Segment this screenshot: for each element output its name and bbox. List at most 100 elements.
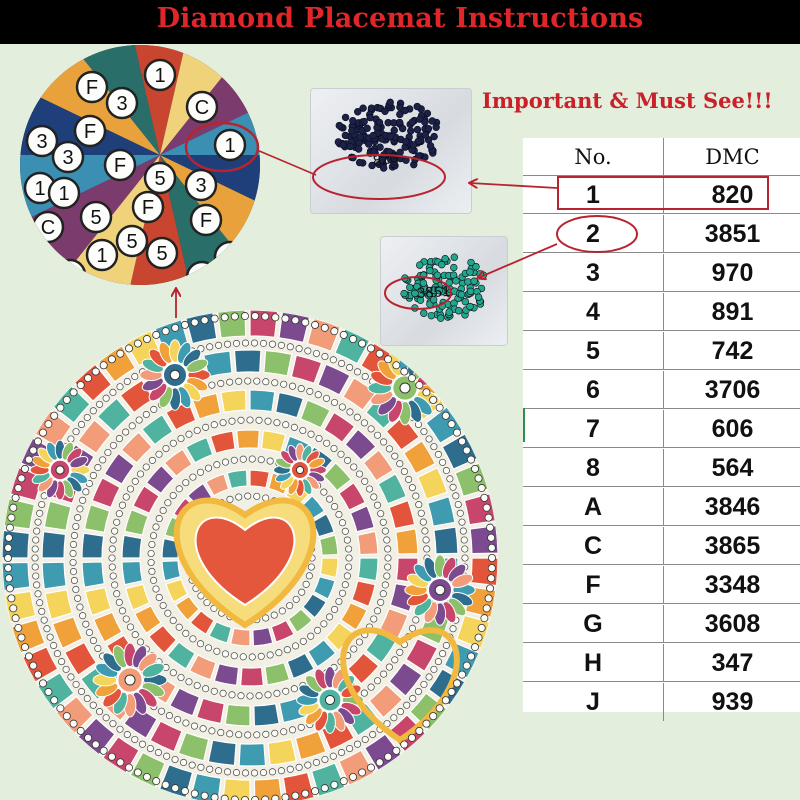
zoom-symbol-bead: 5 (115, 224, 149, 258)
bead (398, 124, 407, 133)
bead (461, 297, 470, 306)
cell-no: 6 (586, 376, 600, 404)
bead (424, 124, 433, 133)
bead (427, 311, 436, 320)
packet-label: 820 (371, 149, 400, 170)
cell-dmc: 606 (663, 410, 800, 448)
bead (406, 283, 414, 292)
zoom-symbol-bead: 1 (47, 176, 81, 210)
svg-text:F: F (84, 121, 96, 143)
bead-packet-820: 820 (310, 88, 472, 214)
cell-dmc: 564 (663, 449, 800, 487)
cell-dmc: 3706 (663, 371, 800, 409)
svg-text:5: 5 (126, 231, 137, 253)
table-header-row: No. DMC (523, 138, 800, 176)
cell-no: G (583, 610, 603, 638)
cell-no: H (583, 649, 603, 677)
bead (421, 118, 429, 126)
svg-text:5: 5 (156, 243, 167, 265)
cell-no: F (585, 571, 601, 599)
cell-dmc: 939 (663, 683, 800, 721)
zoom-symbol-bead: 3 (25, 124, 59, 158)
bead (476, 270, 484, 278)
svg-text:F: F (114, 155, 126, 177)
zoom-symbol-bead: 1 (143, 58, 177, 92)
placemat-mandala (0, 300, 510, 800)
bead (355, 158, 364, 167)
svg-text:1: 1 (58, 183, 69, 205)
bead (360, 117, 368, 126)
zoom-symbol-bead: 1 (213, 128, 247, 162)
cell-no: 2 (586, 220, 600, 248)
bead (409, 141, 418, 149)
bead (339, 141, 347, 149)
bead (474, 293, 483, 301)
cell-dmc: 3865 (663, 527, 800, 565)
bead (348, 127, 356, 135)
bead (402, 137, 410, 146)
bead (354, 145, 363, 153)
bead (419, 271, 428, 279)
bead (335, 121, 344, 130)
cell-dmc: 3608 (663, 605, 800, 643)
bead (423, 109, 432, 118)
svg-text:5: 5 (196, 267, 207, 285)
zoom-symbol-bead: 1 (23, 171, 57, 205)
svg-text:3: 3 (195, 175, 206, 197)
svg-text:1: 1 (154, 65, 165, 87)
cell-dmc: 347 (663, 644, 800, 682)
zoom-symbol-bead: C (185, 90, 219, 124)
bead (466, 287, 475, 296)
column-header-dmc: DMC (663, 138, 800, 176)
svg-text:1: 1 (64, 265, 75, 285)
cell-dmc: 742 (663, 332, 800, 370)
bead (359, 104, 367, 112)
bead (455, 307, 463, 315)
cell-dmc: 891 (663, 293, 800, 331)
bead (414, 152, 423, 160)
important-notice: Important & Must See!!! (482, 88, 773, 113)
table-row: H 347 (523, 644, 800, 682)
zoom-symbol-bead: C (31, 210, 65, 244)
svg-text:F: F (86, 77, 98, 99)
bead (356, 133, 364, 141)
cell-dmc: 970 (663, 254, 800, 292)
bead (402, 156, 410, 164)
bead (408, 118, 417, 126)
bead (441, 254, 449, 263)
connector-line (256, 149, 317, 176)
zoom-symbol-bead: F (189, 203, 223, 237)
bead (349, 117, 357, 125)
bead (396, 148, 404, 156)
svg-text:C: C (195, 97, 209, 119)
zoom-symbol-bead: 3 (213, 240, 247, 274)
zoom-symbol-bead: 1 (85, 238, 119, 272)
svg-text:1: 1 (34, 178, 45, 200)
bead (349, 153, 357, 162)
zoom-symbol-bead: 3 (184, 168, 218, 202)
svg-text:1: 1 (96, 245, 107, 267)
bead (407, 127, 415, 135)
table-edge-marker (523, 408, 525, 442)
mandala-graphic (2, 310, 498, 800)
bead (466, 302, 474, 311)
svg-text:C: C (41, 217, 55, 239)
cell-no: 1 (586, 181, 600, 209)
bead (400, 289, 408, 298)
bead (457, 290, 466, 299)
bead (438, 260, 446, 269)
bead (416, 261, 424, 269)
bead (369, 131, 377, 140)
bead (450, 263, 458, 272)
bead (426, 266, 434, 275)
svg-text:5: 5 (90, 207, 101, 229)
column-header-no: No. (574, 145, 612, 169)
